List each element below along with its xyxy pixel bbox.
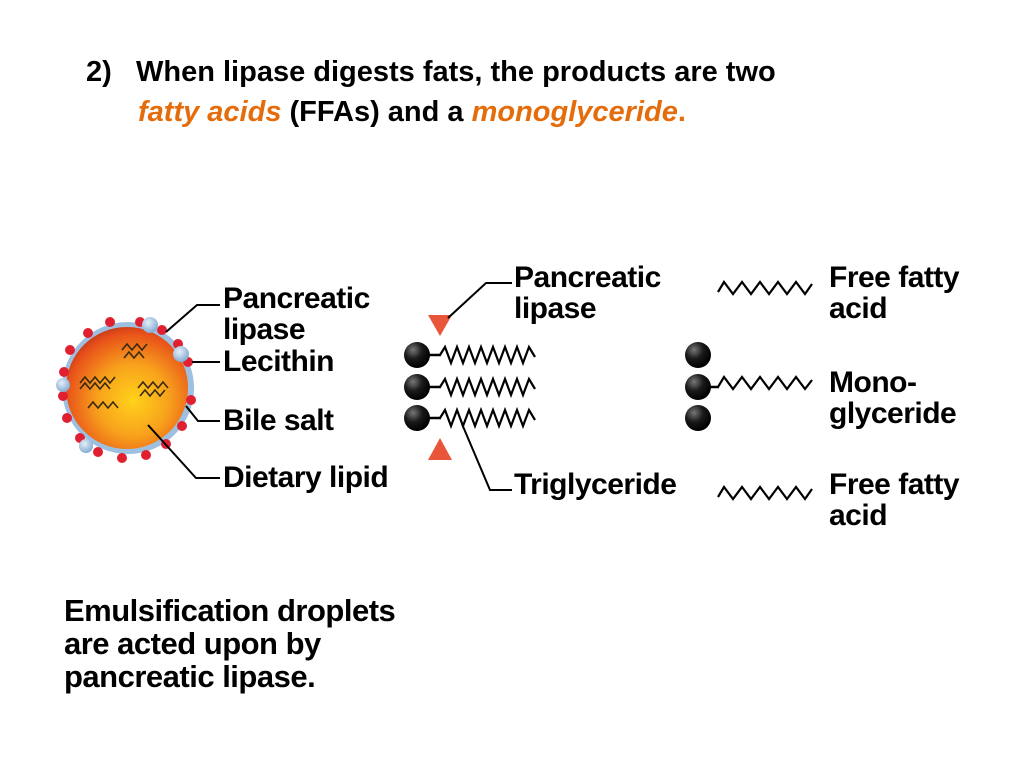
caption-line: are acted upon by <box>64 626 321 661</box>
slide-heading: 2) When lipase digests fats, the products… <box>86 52 986 132</box>
list-number: 2) <box>86 56 112 88</box>
heading-text: When lipase digests fats, the products a… <box>136 56 776 88</box>
monoglyceride-molecule <box>685 342 813 431</box>
droplet-surface-dots <box>56 317 196 463</box>
lecithin-dot <box>62 413 72 423</box>
triglyceride-molecule <box>404 342 536 431</box>
label-line: acid <box>829 499 888 532</box>
monoglyceride-chain <box>717 375 813 391</box>
squiggle <box>123 350 145 360</box>
heading-line-2: fatty acids (FFAs) and a monoglyceride. <box>86 92 986 132</box>
label-line: acid <box>829 292 888 325</box>
caption-line: pancreatic lipase. <box>64 659 316 694</box>
monoglyceride-label: Mono- glyceride <box>829 366 957 430</box>
lipase-molecule <box>56 378 70 392</box>
label-line: lipase <box>514 292 597 325</box>
glycerol-carbon <box>404 342 430 368</box>
triglyceride-leader <box>461 423 512 491</box>
squiggle <box>79 381 111 391</box>
lecithin-dot <box>65 345 75 355</box>
diagram-caption: Emulsification droplets are acted upon b… <box>64 593 396 694</box>
squiggle <box>139 388 166 398</box>
label-line: Pancreatic <box>223 282 370 315</box>
dietary-lipid-label: Dietary lipid <box>223 461 389 494</box>
lipase-molecule <box>79 439 93 453</box>
glycerol-carbon <box>404 405 430 431</box>
emulsification-droplet <box>56 317 196 463</box>
label-line: Free fatty <box>829 468 960 501</box>
label-line: lipase <box>223 313 306 346</box>
triglyceride-label: Triglyceride <box>514 468 677 501</box>
label-line: Mono- <box>829 366 917 399</box>
glycerol-carbon <box>685 374 711 400</box>
fatty-acid-chain <box>439 343 536 367</box>
lipase-molecule <box>142 317 158 333</box>
lipase-cut-arrow-bottom <box>428 438 452 460</box>
dietary-lipid-core <box>66 327 188 449</box>
droplet-pancreatic-lipase-label: Pancreatic lipase <box>223 283 370 345</box>
lecithin-dot <box>117 453 127 463</box>
reaction-leader-lines <box>447 282 512 491</box>
fatty-acids-term: fatty acids <box>138 96 282 128</box>
lecithin-label: Lecithin <box>223 345 335 378</box>
glycerol-carbon <box>404 374 430 400</box>
squiggle <box>137 380 169 390</box>
bile-salt-leader <box>185 405 220 422</box>
caption-line: Emulsification droplets <box>64 593 396 628</box>
reaction-pancreatic-lipase-label: Pancreatic lipase <box>514 262 661 324</box>
ffas-text: (FFAs) and a <box>289 96 464 128</box>
free-fatty-acid-top-chain <box>717 280 813 296</box>
lecithin-dot <box>177 421 187 431</box>
label-line: glyceride <box>829 397 957 430</box>
lecithin-dot <box>157 325 167 335</box>
lecithin-dot <box>58 391 68 401</box>
triglyceride-squiggles <box>79 342 169 410</box>
pancreatic-lipase-leader-2 <box>447 282 512 319</box>
squiggle <box>79 375 116 385</box>
lecithin-dot <box>59 367 69 377</box>
lecithin-dot <box>141 450 151 460</box>
dietary-lipid-leader <box>147 424 220 479</box>
glycerol-carbon <box>685 342 711 368</box>
pancreatic-lipase-leader <box>165 304 220 333</box>
label-line: Free fatty <box>829 261 960 294</box>
bile-salt-label: Bile salt <box>223 404 334 437</box>
droplet-leader-lines <box>147 304 220 479</box>
heading-period: . <box>677 96 686 128</box>
label-line: Pancreatic <box>514 261 661 294</box>
monoglyceride-term: monoglyceride <box>471 96 678 128</box>
lipase-molecule <box>173 346 189 362</box>
fatty-acid-chain <box>439 375 536 399</box>
lecithin-dot <box>83 328 93 338</box>
free-fatty-acid-bottom-chain <box>717 485 813 501</box>
fatty-acid-chain <box>439 406 536 430</box>
free-fatty-acid-bottom-label: Free fatty acid <box>829 468 960 532</box>
lecithin-dot <box>105 317 115 327</box>
free-fatty-acid-top-label: Free fatty acid <box>829 261 960 325</box>
heading-line-1: 2) When lipase digests fats, the products… <box>86 52 986 92</box>
squiggle <box>121 342 148 352</box>
lecithin-dot <box>93 447 103 457</box>
lecithin-dot <box>186 395 196 405</box>
squiggle <box>87 400 119 410</box>
glycerol-carbon <box>685 405 711 431</box>
lipase-cut-arrow-top <box>428 315 452 336</box>
